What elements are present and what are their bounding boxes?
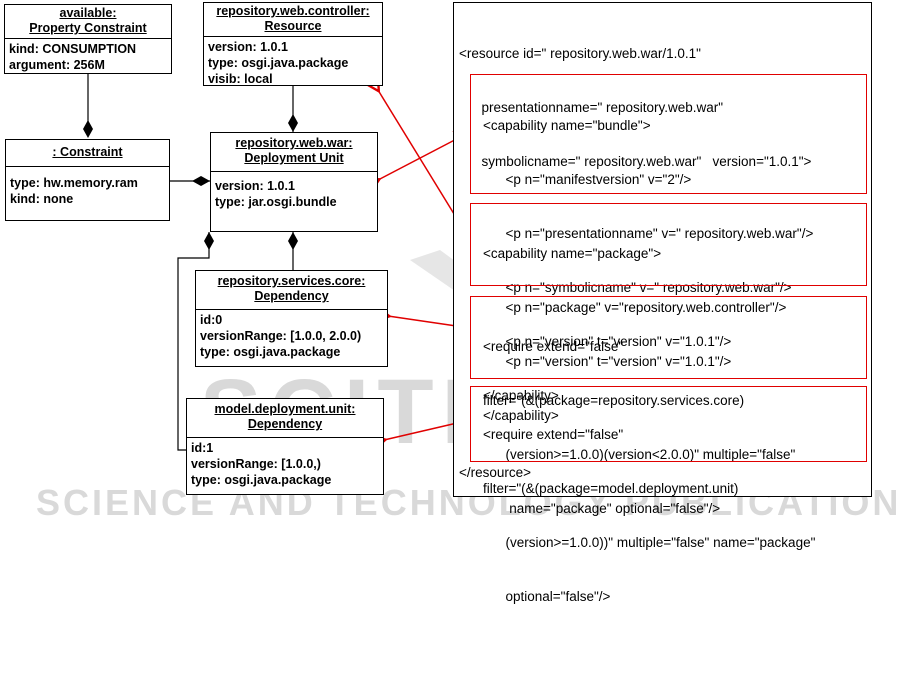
dependency-model-attrs: id:1 versionRange: [1.0.0,) type: osgi.j…: [187, 438, 383, 490]
attribute-line: argument: 256M: [9, 58, 105, 72]
xml-line: </capability>: [483, 408, 559, 423]
attribute-line: type: osgi.java.package: [191, 473, 332, 487]
capability-package-box: <capability name="package"> <p n="packag…: [470, 203, 867, 423]
require-model-xml: <require extend="false" filter="(&(packa…: [483, 390, 815, 642]
dependency-model-class: Dependency: [247, 417, 323, 431]
property-constraint-instance: available:: [59, 6, 117, 20]
xml-resource-panel: <resource id=" repository.web.war/1.0.1"…: [453, 2, 872, 604]
property-constraint-title: available: Property Constraint: [5, 5, 171, 39]
xml-line: name="package" optional="false"/>: [483, 501, 721, 516]
xml-line: presentationname=" repository.web.war": [459, 100, 724, 115]
xml-line: symbolicname=" repository.web.war" versi…: [459, 154, 812, 169]
dependency-core-class: Dependency: [254, 289, 329, 303]
attribute-line: id:0: [200, 313, 223, 327]
attribute-line: type: osgi.java.package: [200, 345, 341, 359]
xml-resource-open: <resource id=" repository.web.war/1.0.1"…: [459, 9, 811, 207]
deployment-unit-instance: repository.web.war:: [235, 136, 353, 150]
resource-attrs: version: 1.0.1 type: osgi.java.package v…: [204, 37, 382, 89]
xml-line: <require extend="false": [483, 339, 624, 354]
dependency-model-title: model.deployment.unit: Dependency: [187, 399, 383, 438]
xml-line: <p n="package" v="repository.web.control…: [483, 300, 787, 315]
composition-diamond-icon: [204, 232, 214, 250]
attribute-line: kind: none: [10, 192, 74, 206]
attribute-line: kind: CONSUMPTION: [9, 42, 137, 56]
constraint-title: : Constraint: [6, 140, 169, 167]
attribute-line: visib: local: [208, 72, 273, 86]
constraint-attrs: type: hw.memory.ram kind: none: [6, 167, 169, 209]
dependency-model-box: model.deployment.unit: Dependency id:1 v…: [186, 398, 384, 495]
property-constraint-class: Property Constraint: [29, 21, 147, 35]
xml-line: optional="false"/>: [483, 589, 611, 604]
resource-instance: repository.web.controller:: [216, 4, 370, 18]
dependency-core-attrs: id:0 versionRange: [1.0.0, 2.0.0) type: …: [196, 310, 387, 362]
capability-bundle-box: <capability name="bundle"> <p n="manifes…: [470, 74, 867, 403]
dependency-core-instance: repository.services.core:: [217, 274, 366, 288]
constraint-box: : Constraint type: hw.memory.ram kind: n…: [5, 139, 170, 221]
capability-package-xml: <capability name="package"> <p n="packag…: [483, 209, 786, 461]
xml-resource-close: </resource>: [459, 465, 532, 480]
xml-line: <p n="version" t="version" v="1.0.1"/>: [483, 334, 732, 349]
deployment-unit-box: repository.web.war: Deployment Unit vers…: [210, 132, 378, 232]
require-core-box: <require extend="false" filter="(&(packa…: [470, 296, 867, 516]
dependency-core-box: repository.services.core: Dependency id:…: [195, 270, 388, 367]
constraint-class: : Constraint: [52, 145, 123, 159]
resource-title: repository.web.controller: Resource: [204, 3, 382, 37]
composition-diamond-icon: [288, 232, 298, 250]
resource-box: repository.web.controller: Resource vers…: [203, 2, 383, 86]
capability-bundle-xml: <capability name="bundle"> <p n="manifes…: [483, 81, 813, 441]
require-model-box: <require extend="false" filter="(&(packa…: [470, 386, 867, 604]
composition-diamond-icon: [288, 114, 298, 132]
attribute-line: versionRange: [1.0.0,): [191, 457, 321, 471]
property-constraint-box: available: Property Constraint kind: CON…: [4, 4, 172, 74]
attribute-line: type: jar.osgi.bundle: [215, 195, 337, 209]
xml-line: (version>=1.0.0))" multiple="false" name…: [483, 535, 816, 550]
xml-line: <p n="symbolicname" v=" repository.web.w…: [483, 280, 792, 295]
xml-line: <capability name="bundle">: [483, 118, 651, 133]
attribute-line: type: osgi.java.package: [208, 56, 349, 70]
xml-line: <capability name="package">: [483, 246, 662, 261]
resource-class: Resource: [264, 19, 322, 33]
require-core-xml: <require extend="false" filter="(&(packa…: [483, 302, 795, 554]
xml-line: <require extend="false": [483, 427, 624, 442]
deployment-unit-attrs: version: 1.0.1 type: jar.osgi.bundle: [211, 172, 377, 212]
attribute-line: type: hw.memory.ram: [10, 176, 138, 190]
property-constraint-attrs: kind: CONSUMPTION argument: 256M: [5, 39, 171, 75]
attribute-line: version: 1.0.1: [208, 40, 288, 54]
attribute-line: versionRange: [1.0.0, 2.0.0): [200, 329, 362, 343]
xml-line: filter="(&(package=repository.services.c…: [483, 393, 745, 408]
deployment-unit-title: repository.web.war: Deployment Unit: [211, 133, 377, 172]
xml-line: <p n="manifestversion" v="2"/>: [483, 172, 692, 187]
attribute-line: id:1: [191, 441, 214, 455]
composition-diamond-icon: [83, 120, 93, 138]
attribute-line: version: 1.0.1: [215, 179, 295, 193]
xml-line: <p n="version" t="version" v="1.0.1"/>: [483, 354, 732, 369]
dependency-core-title: repository.services.core: Dependency: [196, 271, 387, 310]
xml-line: <resource id=" repository.web.war/1.0.1": [459, 46, 701, 61]
xml-line: </capability>: [483, 388, 559, 403]
xml-line: filter="(&(package=model.deployment.unit…: [483, 481, 739, 496]
dependency-model-instance: model.deployment.unit:: [214, 402, 356, 416]
xml-line: (version>=1.0.0)(version<2.0.0)" multipl…: [483, 447, 796, 462]
composition-diamond-icon: [192, 176, 210, 186]
xml-line: <p n="presentationname" v=" repository.w…: [483, 226, 814, 241]
deployment-unit-class: Deployment Unit: [244, 151, 344, 165]
